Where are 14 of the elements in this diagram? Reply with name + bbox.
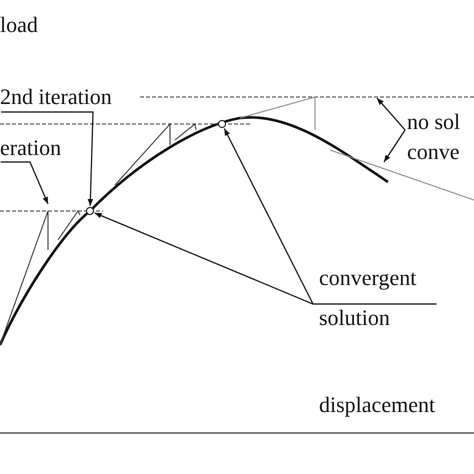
leader-line xyxy=(376,98,406,130)
point-marker xyxy=(218,120,226,128)
leader-line xyxy=(1,111,94,206)
annotation-text: 2nd iteration xyxy=(0,84,112,110)
leader-line xyxy=(224,128,314,304)
point-marker xyxy=(86,207,94,215)
axis-label: displacement xyxy=(319,392,436,418)
leader-line xyxy=(384,130,406,162)
annotation-text: eration xyxy=(0,135,62,161)
annotation-text: no sol conve xyxy=(407,107,471,167)
annotation-text: convergent solution xyxy=(319,258,439,338)
axis-label: load xyxy=(0,12,38,38)
leader-line xyxy=(94,212,437,305)
leader-line xyxy=(0,161,49,204)
